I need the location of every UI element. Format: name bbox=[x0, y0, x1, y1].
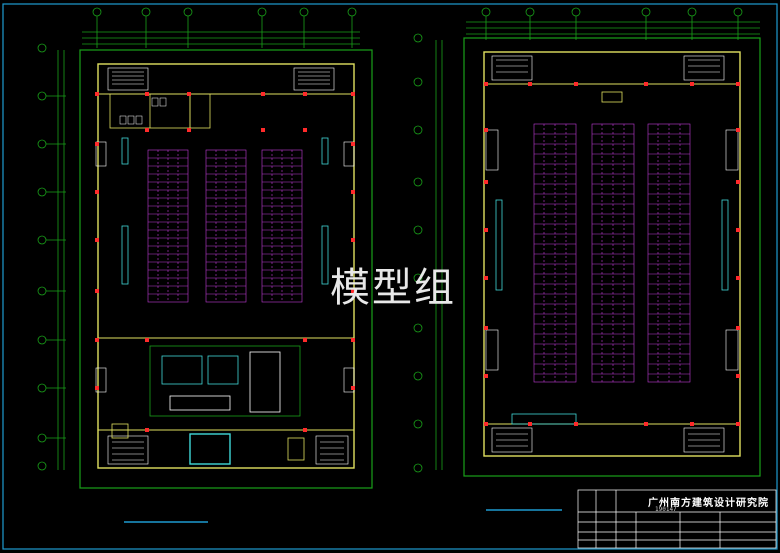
title-block bbox=[577, 489, 777, 549]
right-wall-fixtures bbox=[495, 91, 729, 425]
left-columns bbox=[95, 92, 355, 432]
watermark-text: 模型组 bbox=[330, 265, 456, 311]
title-block-code: 190147 bbox=[655, 506, 677, 513]
left-seating bbox=[147, 149, 303, 303]
drawing-frame bbox=[2, 3, 778, 550]
left-wall-fixtures bbox=[121, 137, 329, 285]
left-service-rooms bbox=[109, 93, 211, 129]
left-site-outline bbox=[79, 49, 373, 489]
right-site-outline bbox=[463, 37, 761, 477]
left-top-axis bbox=[82, 7, 360, 48]
left-building-wall bbox=[97, 63, 355, 469]
right-columns bbox=[484, 82, 740, 426]
right-building-wall bbox=[483, 51, 741, 457]
right-stairs bbox=[485, 55, 739, 453]
right-floor-plan bbox=[413, 7, 761, 511]
left-stairs bbox=[95, 67, 355, 465]
left-kitchen bbox=[111, 345, 305, 465]
left-side-axis bbox=[37, 43, 66, 471]
right-top-axis bbox=[466, 7, 760, 40]
right-side-axis bbox=[413, 33, 443, 473]
left-floor-plan bbox=[37, 7, 373, 523]
right-seating bbox=[533, 123, 691, 383]
title-block-company: 广州南方建筑设计研究院 bbox=[648, 498, 769, 509]
